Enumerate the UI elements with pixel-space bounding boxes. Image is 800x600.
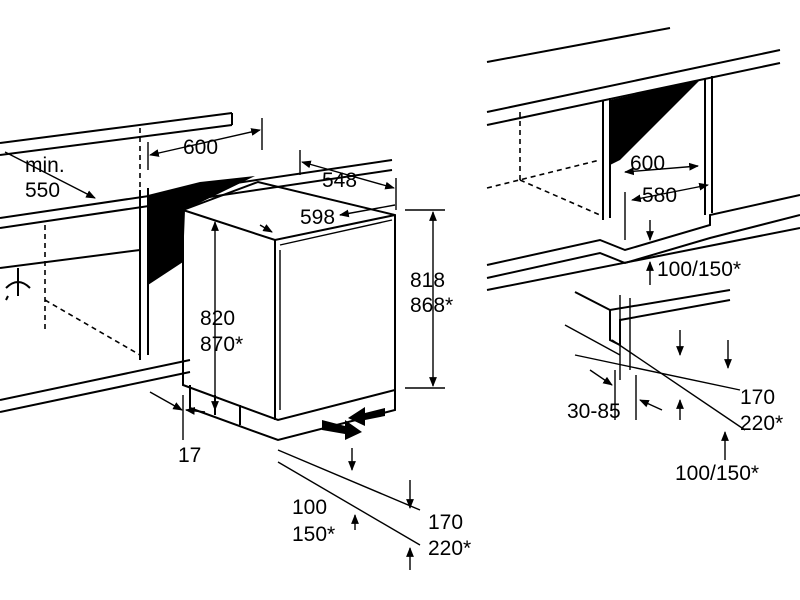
label-height-818: 818 — [410, 269, 445, 292]
label-170: 170 — [428, 511, 463, 534]
dim-appliance-width-598 — [259, 204, 396, 233]
dim-offset-17 — [149, 391, 206, 440]
air-flow-arrows — [322, 407, 385, 440]
label-right-30-85: 30-85 — [567, 400, 621, 423]
label-right-220: 220* — [740, 412, 783, 435]
right-countertop — [486, 27, 781, 126]
label-right-bottom-100-150: 100/150* — [675, 462, 759, 485]
dim-niche-width-600 — [147, 118, 263, 170]
right-view: 600 580 100/150* 30-85 170 220* 100/150* — [486, 27, 800, 485]
right-plinth-detail — [564, 289, 746, 460]
label-width-600: 600 — [183, 136, 218, 159]
dim-right-30-85 — [589, 369, 663, 420]
label-550: 550 — [25, 179, 60, 202]
label-width-598: 598 — [300, 206, 335, 229]
dim-right-width — [624, 162, 713, 241]
right-niche-shadow — [610, 80, 700, 165]
label-height-870: 870* — [200, 333, 243, 356]
dim-niche-height-818 — [405, 209, 445, 389]
dim-plinth — [277, 448, 421, 570]
label-height-820: 820 — [200, 307, 235, 330]
label-right-600: 600 — [630, 152, 665, 175]
label-220: 220* — [428, 537, 471, 560]
label-17: 17 — [178, 444, 201, 467]
label-100: 100 — [292, 496, 327, 519]
label-min: min. — [25, 154, 65, 177]
label-right-top-100-150: 100/150* — [657, 258, 741, 281]
label-height-868: 868* — [410, 294, 453, 317]
label-right-580: 580 — [642, 184, 677, 207]
label-150: 150* — [292, 523, 335, 546]
label-right-170: 170 — [740, 386, 775, 409]
niche-cabinet — [0, 128, 255, 413]
label-depth-548: 548 — [322, 169, 357, 192]
dim-niche-depth-min-550 — [4, 151, 96, 199]
right-niche — [486, 76, 800, 291]
niche-shadow — [148, 176, 255, 285]
dim-appliance-depth-548 — [299, 150, 397, 210]
tap-symbol — [5, 268, 31, 301]
left-view: min. 550 600 548 598 820 870* 818 868* 1… — [0, 112, 471, 570]
